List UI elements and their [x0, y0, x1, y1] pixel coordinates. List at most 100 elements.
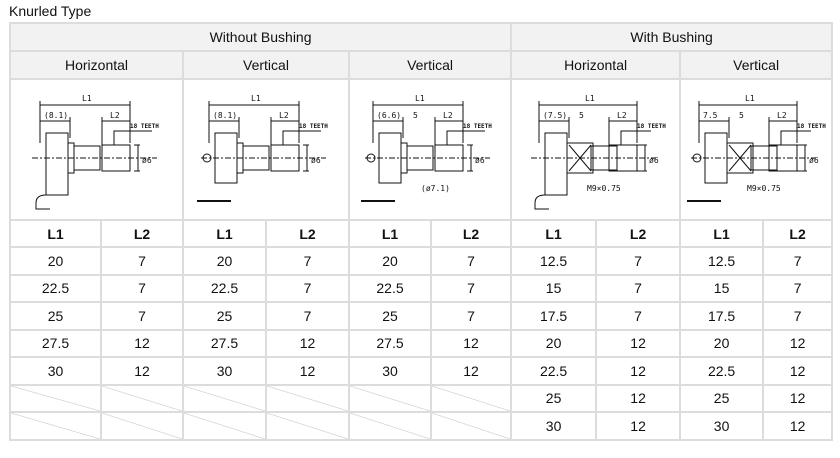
empty-cell	[100, 383, 184, 413]
svg-text:ø6: ø6	[649, 156, 659, 165]
svg-text:7.5: 7.5	[703, 111, 718, 120]
l2-cell: 12	[265, 356, 350, 386]
dimension-drawing: L1 7.5 5 L2 18 TEETH ø6 M9×0.75	[687, 94, 826, 202]
drawing-cell: L1 (8.1) L2 18 TEETH ø6	[9, 78, 184, 221]
l1-cell: 25	[9, 301, 102, 331]
orientation-header: Vertical	[679, 50, 834, 80]
svg-text:ø6: ø6	[809, 156, 819, 165]
l1-cell: 30	[9, 356, 102, 386]
empty-cell	[9, 411, 102, 441]
orientation-header: Horizontal	[510, 50, 682, 80]
l1-cell: 25	[510, 383, 598, 413]
l2-cell: 12	[429, 328, 513, 358]
svg-text:18 TEETH: 18 TEETH	[797, 123, 826, 130]
l1-cell: 22.5	[510, 356, 598, 386]
l1-cell: 15	[510, 273, 598, 303]
dimension-drawing: L1 (7.5) 5 L2 18 TEETH ø6 M9×0.75	[530, 94, 666, 210]
orientation-header: Vertical	[347, 50, 513, 80]
l1-cell: 12.5	[679, 246, 765, 276]
l2-cell: 7	[429, 273, 513, 303]
column-header: L2	[100, 219, 184, 248]
svg-text:L2: L2	[279, 111, 289, 120]
l1-cell: 25	[679, 383, 765, 413]
svg-text:5: 5	[413, 111, 418, 120]
drawing-cell: L1 (7.5) 5 L2 18 TEETH ø6 M9×0.75	[510, 78, 682, 221]
l2-cell: 12	[595, 328, 682, 358]
column-header: L1	[182, 219, 267, 248]
dimension-drawing: L1 (6.6) 5 L2 18 TEETH ø6 (ø7.1)	[361, 94, 492, 202]
svg-text:L2: L2	[777, 111, 787, 120]
empty-cell	[429, 383, 513, 413]
l2-cell: 12	[100, 328, 184, 358]
svg-text:L2: L2	[443, 111, 453, 120]
svg-text:5: 5	[579, 111, 584, 120]
l1-cell: 12.5	[510, 246, 598, 276]
column-header: L2	[595, 219, 682, 248]
l1-cell: 22.5	[9, 273, 102, 303]
l2-cell: 7	[595, 301, 682, 331]
svg-text:M9×0.75: M9×0.75	[587, 184, 621, 193]
empty-cell	[182, 411, 267, 441]
l2-cell: 12	[595, 356, 682, 386]
drawing-cell: L1 7.5 5 L2 18 TEETH ø6 M9×0.75	[679, 78, 834, 221]
empty-cell	[348, 411, 432, 441]
l2-cell: 7	[100, 301, 184, 331]
svg-text:18 TEETH: 18 TEETH	[130, 123, 159, 130]
l2-cell: 12	[762, 411, 834, 441]
svg-text:(7.5): (7.5)	[543, 111, 567, 120]
svg-text:L1: L1	[745, 94, 755, 103]
l2-cell: 12	[595, 383, 682, 413]
empty-cell	[100, 411, 184, 441]
l1-cell: 17.5	[679, 301, 765, 331]
l1-cell: 25	[182, 301, 267, 331]
l2-cell: 12	[100, 356, 184, 386]
group-header: With Bushing	[510, 22, 834, 52]
l1-cell: 27.5	[348, 328, 432, 358]
column-header: L2	[265, 219, 350, 248]
svg-text:L1: L1	[251, 94, 261, 103]
empty-cell	[182, 383, 267, 413]
l2-cell: 7	[595, 246, 682, 276]
l2-cell: 7	[762, 273, 834, 303]
orientation-header: Vertical	[182, 50, 350, 80]
l1-cell: 20	[9, 246, 102, 276]
l2-cell: 7	[429, 246, 513, 276]
svg-text:L1: L1	[82, 94, 92, 103]
column-header: L2	[429, 219, 513, 248]
column-header: L1	[679, 219, 765, 248]
orientation-header: Horizontal	[9, 50, 184, 80]
l2-cell: 7	[762, 246, 834, 276]
drawing-cell: L1 (8.1) L2 18 TEETH ø6	[182, 78, 350, 221]
l1-cell: 22.5	[182, 273, 267, 303]
l2-cell: 7	[595, 273, 682, 303]
l2-cell: 12	[762, 383, 834, 413]
group-header: Without Bushing	[8, 22, 513, 52]
section-title: Knurled Type	[9, 3, 92, 19]
l1-cell: 30	[348, 356, 432, 386]
l1-cell: 22.5	[348, 273, 432, 303]
svg-text:L2: L2	[110, 111, 120, 120]
l1-cell: 20	[182, 246, 267, 276]
svg-text:18 TEETH: 18 TEETH	[637, 123, 666, 130]
column-header: L1	[9, 219, 102, 248]
empty-cell	[9, 383, 102, 413]
empty-cell	[265, 383, 350, 413]
l1-cell: 20	[348, 246, 432, 276]
svg-text:L1: L1	[415, 94, 425, 103]
column-header: L1	[348, 219, 432, 248]
l2-cell: 12	[762, 356, 834, 386]
l1-cell: 20	[679, 328, 765, 358]
dimension-drawing: L1 (8.1) L2 18 TEETH ø6	[31, 94, 159, 210]
svg-text:18 TEETH: 18 TEETH	[463, 123, 492, 130]
svg-text:M9×0.75: M9×0.75	[747, 184, 781, 193]
l2-cell: 12	[595, 411, 682, 441]
l1-cell: 30	[182, 356, 267, 386]
l2-cell: 7	[429, 301, 513, 331]
l2-cell: 7	[265, 301, 350, 331]
